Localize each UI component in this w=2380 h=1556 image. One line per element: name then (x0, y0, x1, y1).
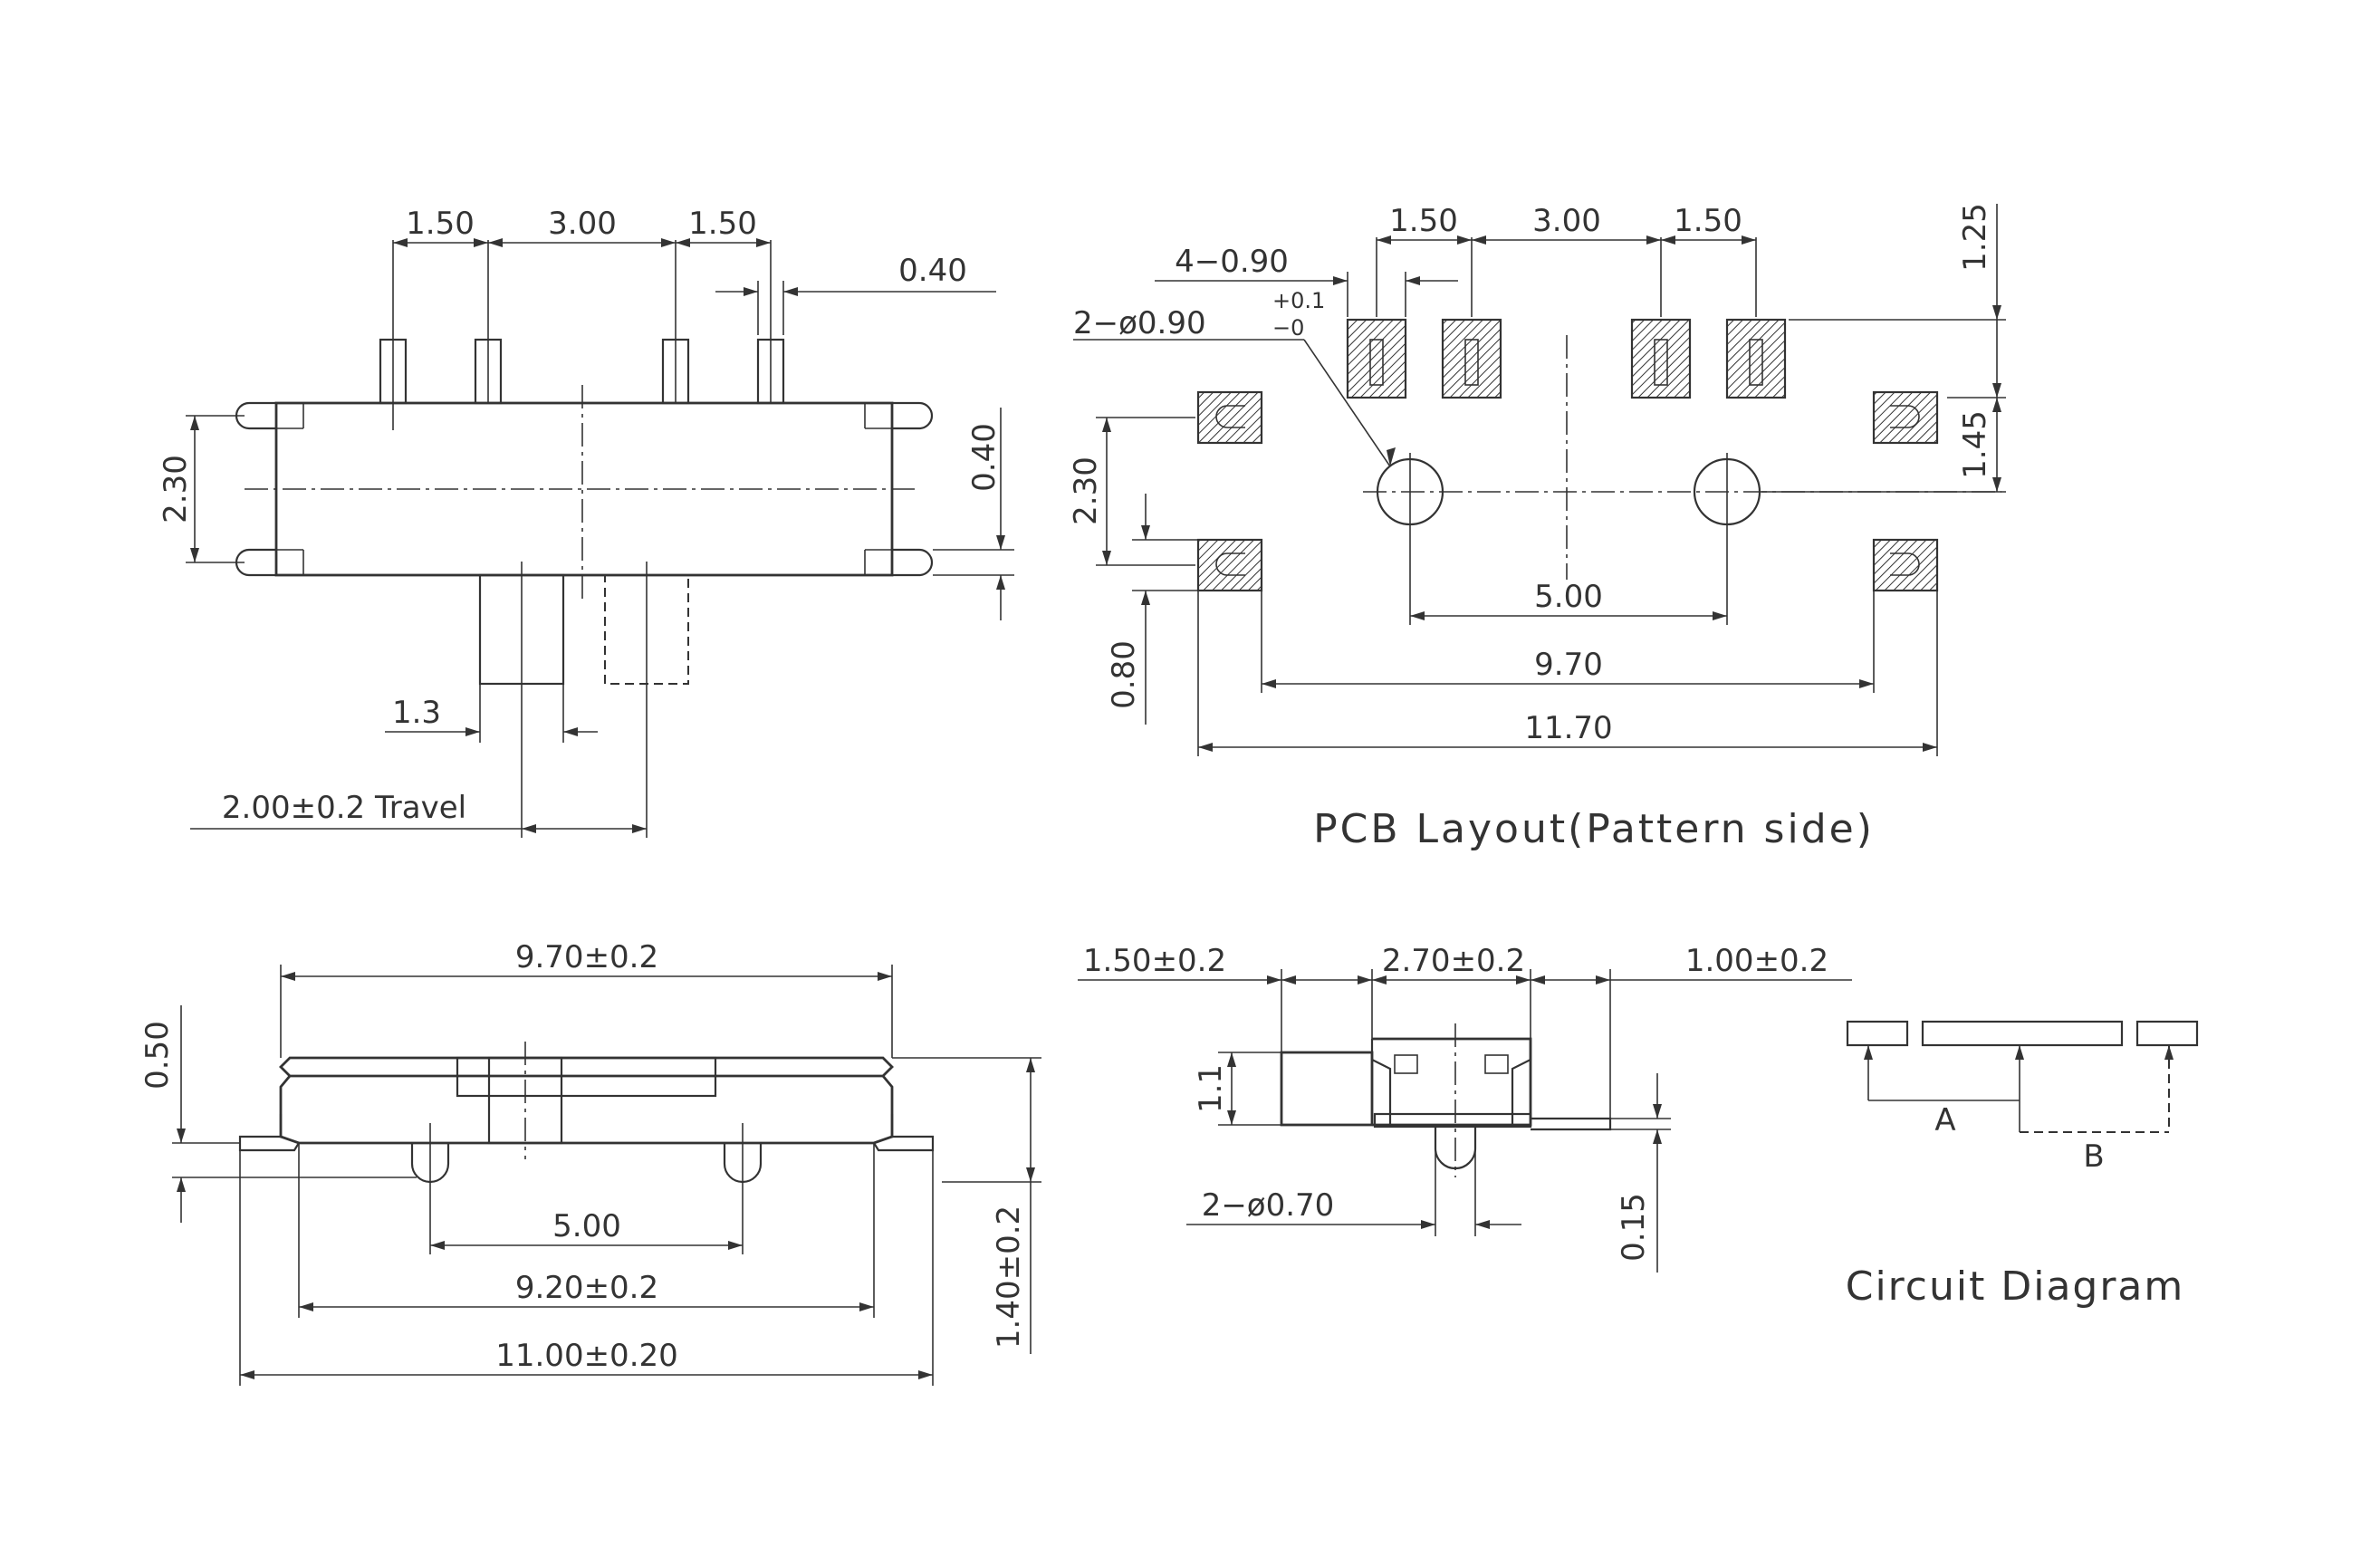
top-pitch-right: 1.50 (688, 206, 757, 242)
front-view: 9.70±0.2 0.50 5.00 9.20±0.2 11.00±0.20 (139, 939, 1041, 1386)
pcb-hole-tol-lower: −0 (1272, 315, 1304, 341)
pcb-tab-pad-tl (1196, 390, 1263, 445)
pcb-hole-spacing: 5.00 (1534, 579, 1603, 615)
side-actuator (1280, 1051, 1374, 1127)
pcb-hole-label: 2−ø0.90 (1073, 305, 1206, 341)
circuit-contact-right (2135, 1020, 2199, 1047)
top-pitch-left: 1.50 (406, 206, 475, 242)
front-post-pitch: 5.00 (552, 1208, 621, 1244)
pcb-caption: PCB Layout(Pattern side) (1313, 806, 1875, 852)
pcb-tab-spacing: 2.30 (1068, 456, 1104, 525)
pcb-inner-span: 9.70 (1534, 647, 1603, 683)
front-foot-right (873, 1114, 935, 1152)
side-left-dim: 1.50±0.2 (1083, 943, 1226, 979)
pcb-pad-width: 4−0.90 (1175, 244, 1289, 280)
pcb-pitch-right: 1.50 (1674, 203, 1742, 239)
side-view: 1.50±0.2 2.70±0.2 1.00±0.2 1.1 2−ø0.70 0… (1078, 943, 1852, 1273)
side-lead (1531, 1117, 1612, 1131)
top-view: 1.50 3.00 1.50 0.40 2.30 0.40 1.3 (158, 206, 1014, 838)
top-tab-height: 0.40 (966, 423, 1003, 492)
front-actuator-guide (456, 1056, 717, 1098)
top-actuator-width: 1.3 (392, 695, 441, 731)
side-height: 1.1 (1193, 1064, 1229, 1113)
pcb-pad-4 (1725, 318, 1787, 399)
front-top-length: 9.70±0.2 (515, 939, 658, 975)
side-right-dim: 1.00±0.2 (1685, 943, 1828, 979)
side-mid-dim: 2.70±0.2 (1382, 943, 1525, 979)
front-top-thickness: 0.50 (139, 1021, 176, 1090)
pcb-pad-2 (1441, 318, 1502, 399)
pcb-layout: 1.50 3.00 1.50 4−0.90 2−ø0.90 +0.1 −0 1.… (1068, 203, 2006, 852)
top-pin-width: 0.40 (898, 253, 967, 289)
tab-right-bottom (892, 548, 934, 577)
circuit-label-a: A (1934, 1102, 1955, 1138)
pcb-hole-tol-upper: +0.1 (1272, 288, 1325, 313)
pcb-tab-pad-br (1872, 538, 1939, 592)
circuit-label-b: B (2083, 1138, 2104, 1175)
circuit-contact-left (1846, 1020, 1909, 1047)
circuit-common-bar (1921, 1020, 2124, 1047)
top-pitch-mid: 3.00 (548, 206, 617, 242)
front-overall-height: 1.40±0.2 (991, 1205, 1027, 1349)
pcb-pitch-mid: 3.00 (1532, 203, 1601, 239)
front-overall-length: 11.00±0.20 (495, 1338, 678, 1374)
pcb-row-offset: 1.25 (1957, 203, 1993, 272)
tab-right-top (892, 401, 934, 430)
pcb-pitch-left: 1.50 (1389, 203, 1458, 239)
pcb-tab-pad-bl (1196, 538, 1263, 592)
side-post-dia: 2−ø0.70 (1202, 1187, 1335, 1224)
front-housing (279, 1075, 894, 1145)
circuit-caption: Circuit Diagram (1846, 1263, 2185, 1310)
front-base-length: 9.20±0.2 (515, 1270, 658, 1306)
pcb-pad-3 (1630, 318, 1692, 399)
side-housing (1372, 1037, 1532, 1127)
top-body-height: 2.30 (158, 455, 194, 523)
pcb-tab-pad: 0.80 (1106, 640, 1142, 709)
pcb-row-to-hole: 1.45 (1957, 410, 1993, 479)
front-top-plate (279, 1056, 894, 1078)
pcb-pad-1 (1346, 318, 1407, 399)
side-lead-thickness: 0.15 (1616, 1193, 1652, 1262)
circuit-diagram: A B Circuit Diagram (1846, 1020, 2199, 1310)
pcb-tab-pad-tr (1872, 390, 1939, 445)
front-foot-left (238, 1114, 300, 1152)
pcb-outer-span: 11.70 (1524, 710, 1612, 746)
top-travel: 2.00±0.2 Travel (222, 790, 466, 826)
